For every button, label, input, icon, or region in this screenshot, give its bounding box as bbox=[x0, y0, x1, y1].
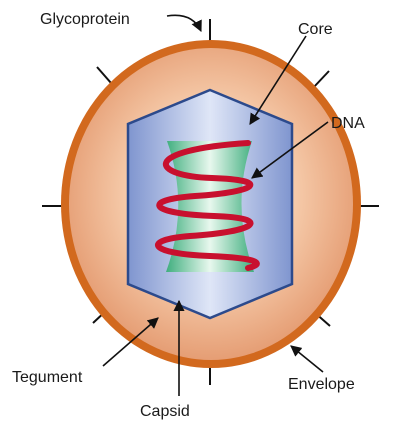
glycoprotein-pointer bbox=[167, 15, 201, 31]
spike bbox=[97, 67, 111, 83]
tegument-label: Tegument bbox=[12, 369, 83, 386]
envelope-pointer bbox=[291, 346, 323, 372]
glycoprotein-label: Glycoprotein bbox=[40, 11, 130, 28]
envelope-label: Envelope bbox=[288, 376, 355, 393]
dna-label: DNA bbox=[331, 115, 365, 132]
core-label: Core bbox=[298, 21, 333, 38]
spike bbox=[313, 71, 329, 88]
capsid-label: Capsid bbox=[140, 403, 190, 420]
